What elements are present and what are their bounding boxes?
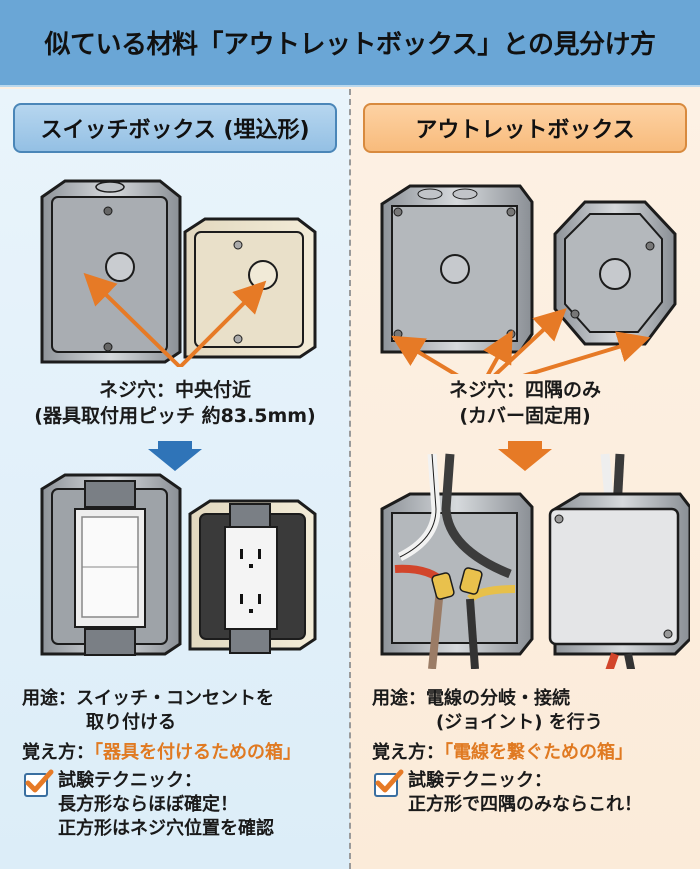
screw-hole-caption: ネジ穴：中央付近 (器具取付用ピッチ 約83.5mm) xyxy=(0,377,350,429)
switch-box-illustrations xyxy=(40,179,317,367)
outlet-box-column: アウトレットボックス ネジ穴：四隅のみ (カバー固定用) xyxy=(350,89,700,869)
octagon-outlet-box-icon xyxy=(553,200,677,346)
header-banner: 似ている材料「アウトレットボックス」との見分け方 xyxy=(0,0,700,87)
memory-accent: 「器具を付けるための箱」 xyxy=(94,742,301,763)
memory-prefix: 覚え方： xyxy=(372,742,444,763)
tech-line-2: 正方形で四隅のみならこれ！ xyxy=(408,794,642,815)
square-outlet-box-icon xyxy=(380,184,534,354)
resin-switch-box-icon xyxy=(183,217,317,359)
screw-caption-line-1: ネジ穴：中央付近 xyxy=(98,379,251,401)
usage-line-2: 取り付ける xyxy=(86,712,176,733)
switch-in-box-icon xyxy=(40,473,182,656)
checkbox-icon xyxy=(24,769,54,797)
usage-line-2: (ジョイント) を行う xyxy=(436,712,603,733)
tech-line-3: 正方形はネジ穴位置を確認 xyxy=(58,818,274,839)
outlet-in-box-icon xyxy=(188,499,317,654)
pointer-arrow-right xyxy=(178,280,267,367)
memory-prefix: 覚え方： xyxy=(22,742,94,763)
switch-box-label: スイッチボックス (埋込形) xyxy=(13,103,337,153)
screw-caption-line-2: (カバー固定用) xyxy=(459,405,591,427)
exam-technique: 試験テクニック： 長方形ならほぼ確定！ 正方形はネジ穴位置を確認 xyxy=(24,769,274,841)
switch-box-column: スイッチボックス (埋込形) xyxy=(0,89,350,869)
checkbox-icon xyxy=(374,769,404,797)
installed-devices-illustrations xyxy=(40,473,317,656)
screw-caption-line-2: (器具取付用ピッチ 約83.5mm) xyxy=(34,405,316,427)
page-title: 似ている材料「アウトレットボックス」との見分け方 xyxy=(44,30,656,60)
tech-line-1: 試験テクニック： xyxy=(408,770,552,791)
metal-switch-box-icon xyxy=(40,179,182,364)
outlet-box-illustrations xyxy=(380,184,677,374)
down-arrow-icon xyxy=(148,441,202,471)
usage-text: 用途：電線の分岐・接続 (ジョイント) を行う xyxy=(372,687,603,735)
screw-caption-line-1: ネジ穴：四隅のみ xyxy=(448,379,601,401)
tech-line-1: 試験テクニック： xyxy=(58,770,202,791)
outlet-box-with-wire-joints-icon xyxy=(380,453,534,669)
memory-tip: 覚え方：「電線を繋ぐための箱」 xyxy=(372,741,633,765)
memory-accent: 「電線を繋ぐための箱」 xyxy=(444,742,633,763)
wiring-illustrations xyxy=(380,453,690,669)
usage-line-1: 用途：電線の分岐・接続 xyxy=(372,688,570,709)
exam-technique: 試験テクニック： 正方形で四隅のみならこれ！ xyxy=(374,769,642,817)
usage-line-1: 用途：スイッチ・コンセントを xyxy=(22,688,274,709)
usage-text: 用途：スイッチ・コンセントを 取り付ける xyxy=(22,687,274,735)
outlet-box-with-cover-icon xyxy=(548,453,690,669)
pointer-arrow-left xyxy=(83,272,182,367)
outlet-box-label: アウトレットボックス xyxy=(363,103,687,153)
tech-line-2: 長方形ならほぼ確定！ xyxy=(58,794,238,815)
screw-hole-caption: ネジ穴：四隅のみ (カバー固定用) xyxy=(350,377,700,429)
down-arrow-icon xyxy=(498,441,552,471)
column-divider xyxy=(349,89,351,869)
memory-tip: 覚え方：「器具を付けるための箱」 xyxy=(22,741,301,765)
